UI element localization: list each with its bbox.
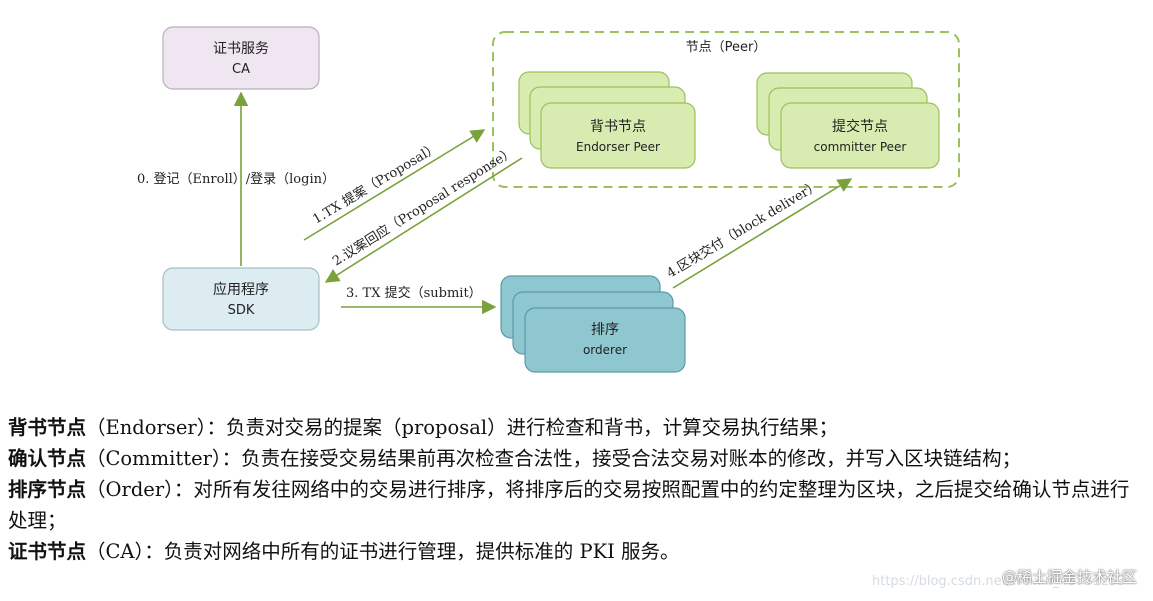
sdk-label-en: SDK <box>228 303 255 318</box>
legend-term: 确认节点 <box>8 447 87 470</box>
orderer-node: 排序 orderer <box>500 275 686 373</box>
legend-item-endorser: 背书节点（Endorser）：负责对交易的提案（proposal）进行检查和背书… <box>8 412 1148 443</box>
legend-term: 证书节点 <box>8 540 87 563</box>
watermark-url: https://blog.csdn.net/weixin_43731253 <box>872 574 1126 589</box>
orderer-label-en: orderer <box>583 343 627 357</box>
committer-label-en: committer Peer <box>814 140 907 154</box>
legend-item-committer: 确认节点（Committer）：负责在接受交易结果前再次检查合法性，接受合法交易… <box>8 443 1148 474</box>
legend-text: （Order）：对所有发往网络中的交易进行排序，将排序后的交易按照配置中的约定整… <box>8 478 1130 532</box>
submit-arrow-label: 3. TX 提交（submit） <box>346 285 482 301</box>
ca-label-en: CA <box>232 62 250 77</box>
peer-group: 节点（Peer） <box>492 31 960 188</box>
endorser-label-cn: 背书节点 <box>590 119 646 135</box>
architecture-diagram: 证书服务 CA 节点（Peer） 背书节点 Endorser Peer 提交节点… <box>137 26 960 373</box>
peer-group-title: 节点（Peer） <box>686 40 767 55</box>
endorser-node: 背书节点 Endorser Peer <box>518 71 696 169</box>
orderer-label-cn: 排序 <box>591 322 619 338</box>
legend-term: 背书节点 <box>8 416 87 439</box>
legend-text: （Committer）：负责在接受交易结果前再次检查合法性，接受合法交易对账本的… <box>86 447 1022 470</box>
sdk-node: 应用程序 SDK <box>162 267 320 331</box>
legend: 背书节点（Endorser）：负责对交易的提案（proposal）进行检查和背书… <box>8 412 1148 567</box>
enroll-arrow-label: 0. 登记（Enroll）/登录（login） <box>137 172 335 187</box>
committer-label-cn: 提交节点 <box>832 118 888 135</box>
legend-item-orderer: 排序节点（Order）：对所有发往网络中的交易进行排序，将排序后的交易按照配置中… <box>8 474 1148 536</box>
watermark: @稀土掘金技术社区 <box>1001 568 1137 586</box>
deliver-arrow: 4.区块交付（block deliver） <box>664 177 853 289</box>
legend-item-ca: 证书节点（CA）：负责对网络中所有的证书进行管理，提供标准的 PKI 服务。 <box>8 536 1148 567</box>
legend-term: 排序节点 <box>8 478 87 501</box>
legend-text: （CA）：负责对网络中所有的证书进行管理，提供标准的 PKI 服务。 <box>86 540 680 563</box>
legend-text: （Endorser）：负责对交易的提案（proposal）进行检查和背书，计算交… <box>86 416 839 439</box>
sdk-label-cn: 应用程序 <box>213 281 269 298</box>
submit-arrow: 3. TX 提交（submit） <box>341 285 497 315</box>
proposal-response-arrow: 2.议案回应（Proposal response） <box>324 144 523 283</box>
ca-node: 证书服务 CA <box>162 26 320 90</box>
enroll-arrow: 0. 登记（Enroll）/登录（login） <box>137 91 335 266</box>
committer-node: 提交节点 committer Peer <box>756 72 940 169</box>
endorser-label-en: Endorser Peer <box>576 140 660 154</box>
deliver-arrow-label: 4.区块交付（block deliver） <box>664 177 823 281</box>
ca-label-cn: 证书服务 <box>213 41 269 57</box>
